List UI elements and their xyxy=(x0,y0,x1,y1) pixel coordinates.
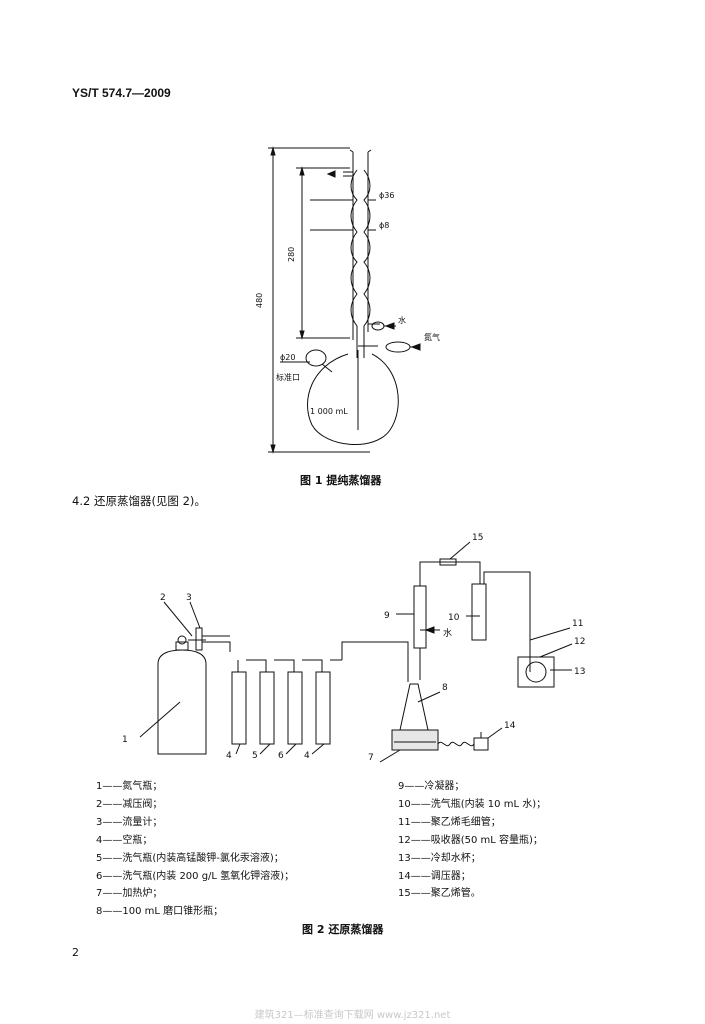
callout-1: 1 xyxy=(122,735,128,745)
callout-4b: 4 xyxy=(304,751,310,761)
legend-item: 11——聚乙烯毛细管； xyxy=(398,816,501,828)
label-std-port: 标准口 xyxy=(276,372,300,382)
callout-2: 2 xyxy=(160,593,166,603)
figure2-legend-left: 1——氮气瓶； 2——减压阀； 3——流量计； 4——空瓶； 5——洗气瓶(内装… xyxy=(96,778,294,921)
legend-item: 5——洗气瓶(内装高锰酸钾-氯化汞溶液)； xyxy=(96,852,284,864)
legend-item: 15——聚乙烯管。 xyxy=(398,888,481,900)
dim-d36: ϕ36 xyxy=(379,191,394,200)
callout-9: 9 xyxy=(384,611,390,621)
label-water: 水 xyxy=(398,315,406,325)
figure2-legend-right: 9——冷凝器； 10——洗气瓶(内装 10 mL 水)； 11——聚乙烯毛细管；… xyxy=(398,778,546,903)
legend-item: 2——减压阀； xyxy=(96,798,163,810)
wash-bottles xyxy=(231,671,331,745)
legend-item: 12——吸收器(50 mL 容量瓶)； xyxy=(398,834,543,846)
legend-item: 6——洗气瓶(内装 200 g/L 氢氧化钾溶液)； xyxy=(96,870,295,882)
legend-item: 14——调压器； xyxy=(398,870,471,882)
watermark: 建筑321—标准查询下载网 www.jz321.net xyxy=(254,1010,451,1021)
fig2-water-label: 水 xyxy=(443,627,452,639)
callout-7: 7 xyxy=(368,753,374,763)
section-4-2: 4.2 还原蒸馏器(见图 2)。 xyxy=(72,494,206,508)
legend-item: 4——空瓶； xyxy=(96,834,153,846)
label-volume: 1 000 mL xyxy=(310,407,348,416)
legend-item: 9——冷凝器； xyxy=(398,781,465,792)
legend-item: 7——加热炉； xyxy=(96,888,163,900)
callout-8: 8 xyxy=(442,683,448,693)
page-number: 2 xyxy=(72,946,79,959)
figure1-caption: 图 1 提纯蒸馏器 xyxy=(300,474,382,487)
callout-14: 14 xyxy=(504,721,516,731)
callout-3: 3 xyxy=(186,593,192,603)
dim-280: 280 xyxy=(287,247,296,262)
callout-12: 12 xyxy=(574,637,585,647)
callout-15: 15 xyxy=(472,533,483,543)
callout-10: 10 xyxy=(448,613,460,623)
figure2-apparatus-drawing: 水 1 2 3 4 5 6 4 7 8 9 10 11 12 13 14 15 xyxy=(122,533,585,763)
figure1-distiller-drawing: 480 280 ϕ36 ϕ8 水 氮气 ϕ20 标准口 1 000 mL xyxy=(255,146,440,454)
callout-11: 11 xyxy=(572,619,583,629)
callout-4a: 4 xyxy=(226,751,232,761)
callout-6: 6 xyxy=(278,751,284,761)
label-nitrogen: 氮气 xyxy=(424,332,440,342)
label-d20: ϕ20 xyxy=(280,353,295,362)
legend-item: 1——氮气瓶； xyxy=(96,781,163,792)
callout-13: 13 xyxy=(574,667,585,677)
dim-d8: ϕ8 xyxy=(379,221,389,230)
legend-item: 8——100 mL 磨口锥形瓶； xyxy=(96,906,224,918)
callout-5: 5 xyxy=(252,751,258,761)
dim-480: 480 xyxy=(255,293,264,308)
figure2-caption: 图 2 还原蒸馏器 xyxy=(302,923,384,936)
legend-item: 10——洗气瓶(内装 10 mL 水)； xyxy=(398,798,547,810)
legend-item: 3——流量计； xyxy=(96,816,163,828)
legend-item: 13——冷却水杯； xyxy=(398,852,481,864)
standard-number: YS/T 574.7—2009 xyxy=(72,86,171,100)
